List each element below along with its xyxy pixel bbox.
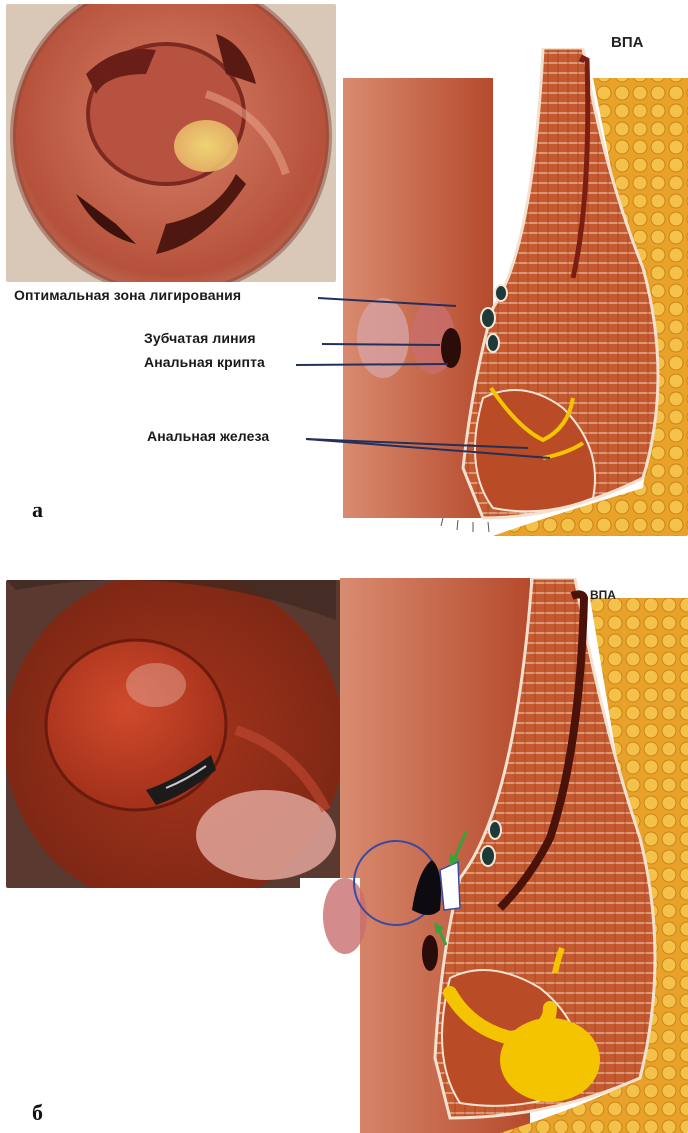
- green-arrow-upper: [450, 832, 466, 866]
- ligature-clip: [440, 862, 460, 910]
- panel-a: ВПА Оптимальная зона лигирования Зубчата…: [0, 0, 688, 545]
- overlay-markings-b: [0, 570, 688, 1133]
- panel-letter-b: б: [32, 1100, 43, 1126]
- ligature-knot: [412, 860, 441, 915]
- green-arrow-lower: [434, 922, 446, 945]
- panel-letter-a: а: [32, 497, 43, 523]
- vpa-label-b: ВПА: [590, 588, 616, 602]
- panel-b: ВПА б: [0, 570, 688, 1133]
- leader-lines-a: [0, 0, 688, 545]
